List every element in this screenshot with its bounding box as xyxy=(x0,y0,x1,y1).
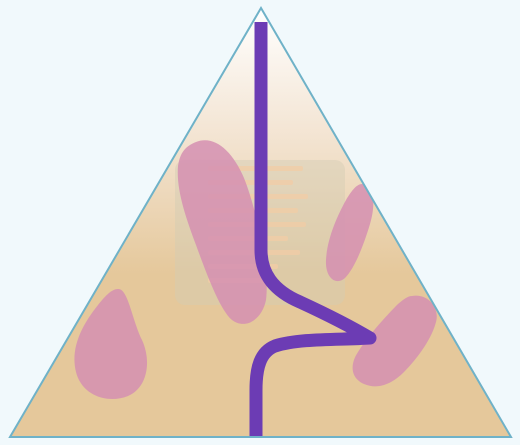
blob-center xyxy=(177,140,267,324)
blob-left xyxy=(74,288,148,399)
route-joint xyxy=(364,332,376,344)
blob-right-lower xyxy=(352,295,437,387)
triangle-outline xyxy=(8,6,513,438)
blob-right-upper xyxy=(325,184,374,282)
